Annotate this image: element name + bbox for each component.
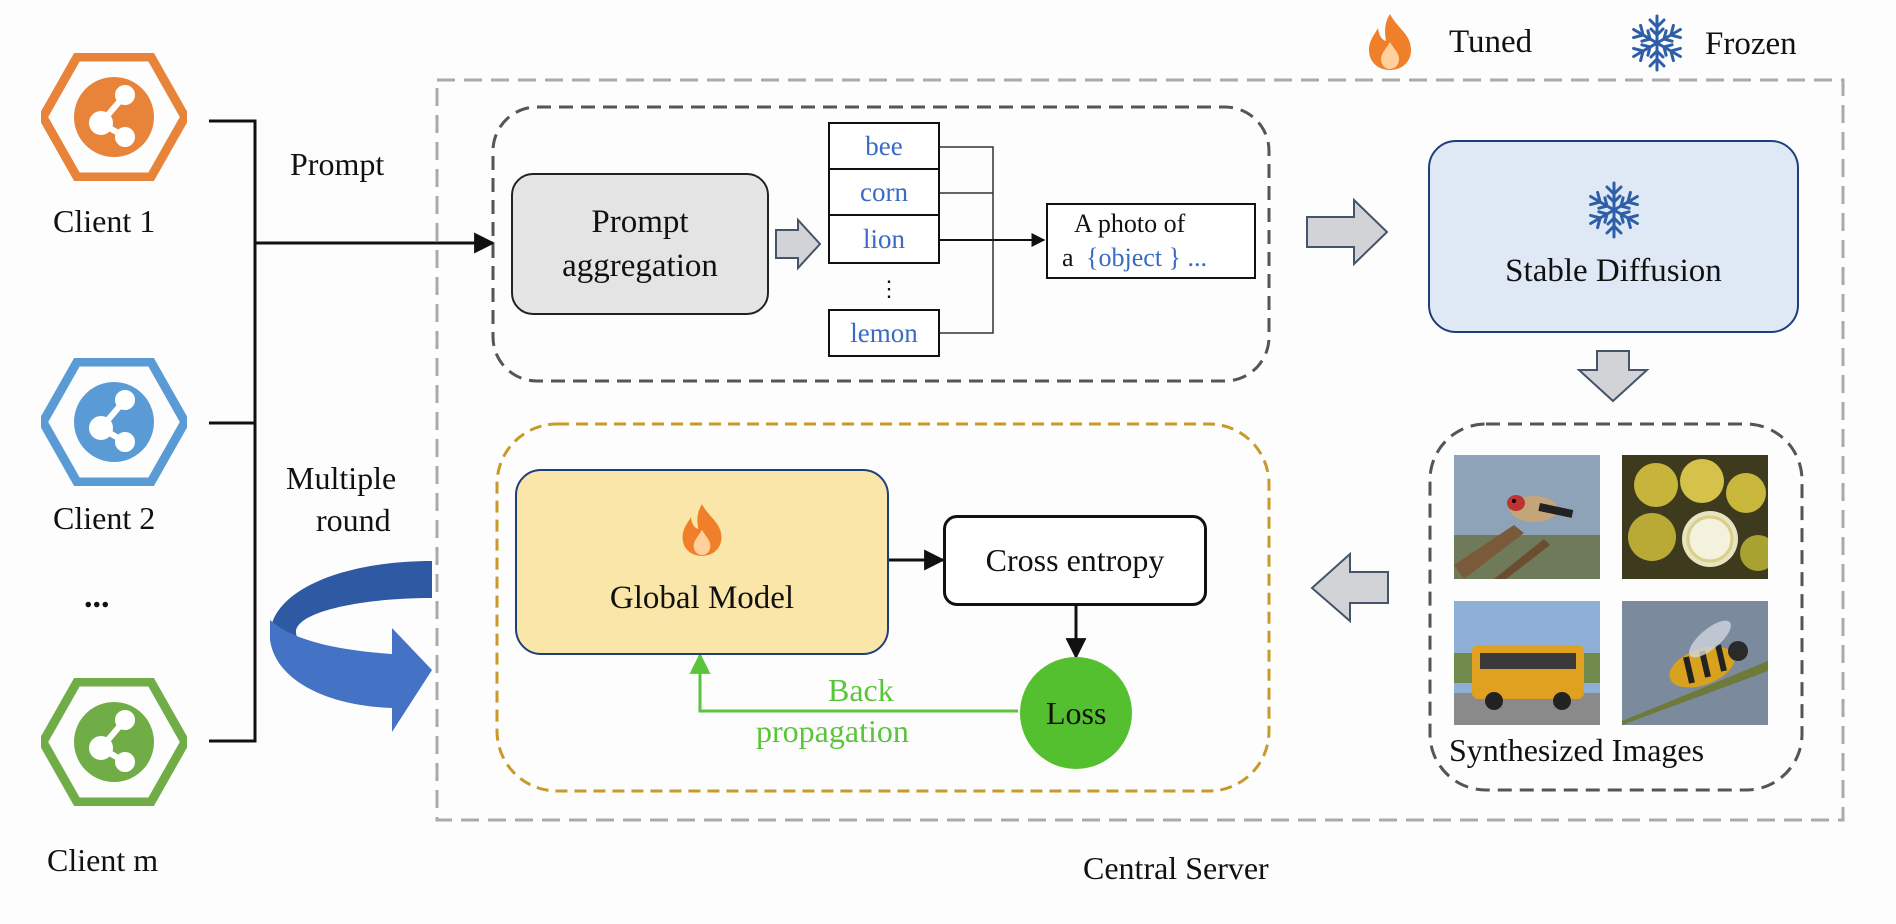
cross-entropy-box: Cross entropy: [943, 515, 1207, 606]
synthesized-images-label: Synthesized Images: [1449, 732, 1705, 768]
loss-label: Loss: [1046, 695, 1107, 731]
prompt-aggregation-box: Prompt aggregation: [511, 173, 769, 315]
loss-circle: [1020, 657, 1132, 769]
multiple-round-label-line2: round: [316, 502, 391, 538]
back-propagation-arrow: [689, 652, 1018, 713]
synth-image-bird: [1454, 455, 1600, 579]
cross-entropy-label: Cross entropy: [985, 542, 1165, 578]
prompt-aggregation-line1: Prompt: [591, 204, 689, 240]
synth-image-bus: [1454, 601, 1600, 725]
frozen-legend-icon: [1628, 12, 1686, 74]
frozen-legend-label: Frozen: [1705, 26, 1797, 62]
global-model-tuned-icon: [677, 502, 727, 558]
central-server-frame: [435, 78, 1845, 822]
stable-diffusion-box: Stable Diffusion: [1428, 140, 1799, 333]
client-1-icon: [41, 53, 187, 181]
objects-ellipsis: ⋮: [878, 276, 900, 301]
client-bracket: [209, 119, 496, 743]
multiple-round-label-line1: Multiple: [286, 460, 397, 496]
aggregation-to-objects-arrow: [775, 217, 822, 271]
back-propagation-line1: Back: [828, 672, 894, 708]
object-lion: lion: [828, 214, 940, 264]
tuned-legend-label: Tuned: [1449, 24, 1533, 60]
back-propagation-line2: propagation: [756, 713, 909, 749]
global-model-box: Global Model: [515, 469, 889, 655]
global-model-label: Global Model: [609, 579, 795, 616]
stable-diffusion-label: Stable Diffusion: [1505, 253, 1722, 289]
client-1-label: Client 1: [53, 203, 156, 239]
template-to-diffusion-arrow: [1306, 197, 1389, 267]
clients-ellipsis: ...: [84, 578, 110, 615]
images-to-model-arrow: [1310, 551, 1389, 624]
template-line1: A photo of: [1074, 209, 1186, 238]
stable-diffusion-frozen-icon: [1585, 179, 1642, 241]
tuned-legend-icon: [1363, 12, 1417, 72]
object-corn: corn: [828, 168, 940, 216]
template-line2: a {object } ...: [1062, 241, 1207, 275]
prompt-aggregation-line2: aggregation: [562, 248, 718, 284]
template-prefix: a: [1062, 243, 1074, 272]
synth-image-lemons: [1622, 455, 1768, 579]
client-2-label: Client 2: [53, 500, 156, 536]
multiple-round-arrow: [269, 561, 432, 732]
client-m-icon: [41, 678, 187, 806]
prompt-region-frame: [491, 105, 1271, 383]
object-bee: bee: [828, 122, 940, 170]
central-server-label: Central Server: [1083, 850, 1269, 886]
prompt-label: Prompt: [290, 146, 385, 182]
synth-image-bee: [1622, 601, 1768, 725]
client-m-label: Client m: [47, 842, 159, 878]
prompt-template-box: A photo of a {object } ...: [1046, 203, 1256, 279]
training-region-frame: [495, 422, 1271, 793]
client-2-icon: [41, 358, 187, 486]
object-lemon: lemon: [828, 309, 940, 357]
template-object: {object } ...: [1086, 243, 1208, 272]
synthesized-region-frame: [1428, 422, 1804, 792]
diffusion-to-images-arrow: [1576, 350, 1650, 403]
